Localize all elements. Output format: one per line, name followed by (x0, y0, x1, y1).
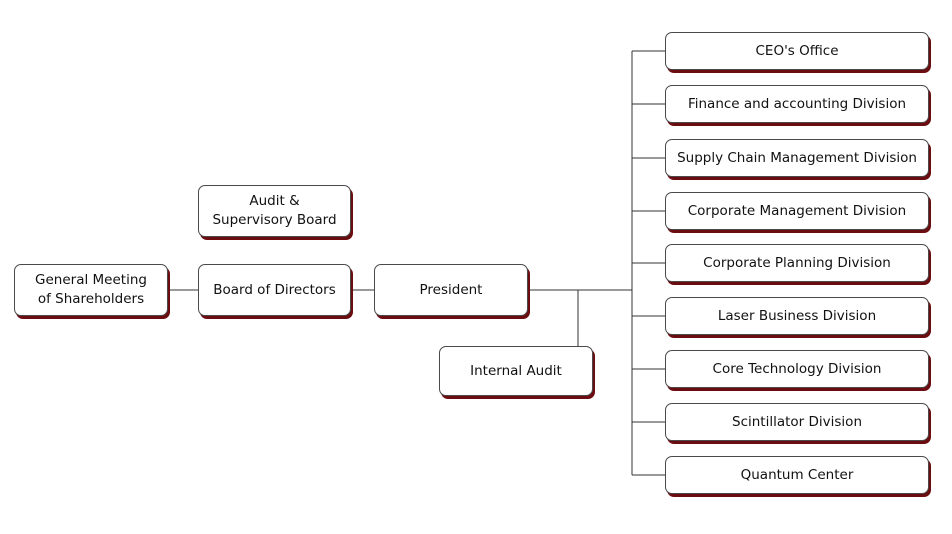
division-box-quantum-center: Quantum Center (665, 456, 929, 494)
division-label: Finance and accounting Division (687, 95, 907, 112)
division-label: Core Technology Division (712, 360, 882, 377)
shareholders-label: General Meeting of Shareholders (35, 272, 147, 307)
internal-audit-label: Internal Audit (470, 362, 562, 379)
internal-audit-box: Internal Audit (439, 346, 593, 396)
division-label: Laser Business Division (717, 307, 877, 324)
audit-board-label: Audit & Supervisory Board (212, 193, 337, 228)
division-box-core-technology: Core Technology Division (665, 350, 929, 388)
division-box-corporate-management: Corporate Management Division (665, 192, 929, 230)
division-box-corporate-planning: Corporate Planning Division (665, 244, 929, 282)
division-box-ceo-office: CEO's Office (665, 32, 929, 70)
division-box-scintillator: Scintillator Division (665, 403, 929, 441)
division-label: Supply Chain Management Division (677, 149, 917, 166)
president-label: President (419, 281, 483, 298)
shareholders-box: General Meeting of Shareholders (14, 264, 168, 316)
division-label: Corporate Management Division (687, 202, 907, 219)
board-of-directors-box: Board of Directors (198, 264, 351, 316)
audit-board-box: Audit & Supervisory Board (198, 185, 351, 237)
president-box: President (374, 264, 528, 316)
division-label: Scintillator Division (732, 413, 862, 430)
board-of-directors-label: Board of Directors (213, 281, 336, 298)
division-box-supply-chain: Supply Chain Management Division (665, 139, 929, 177)
division-box-finance: Finance and accounting Division (665, 85, 929, 123)
division-label: Corporate Planning Division (703, 254, 891, 271)
division-label: CEO's Office (755, 42, 839, 59)
division-box-laser-business: Laser Business Division (665, 297, 929, 335)
division-label: Quantum Center (740, 466, 854, 483)
